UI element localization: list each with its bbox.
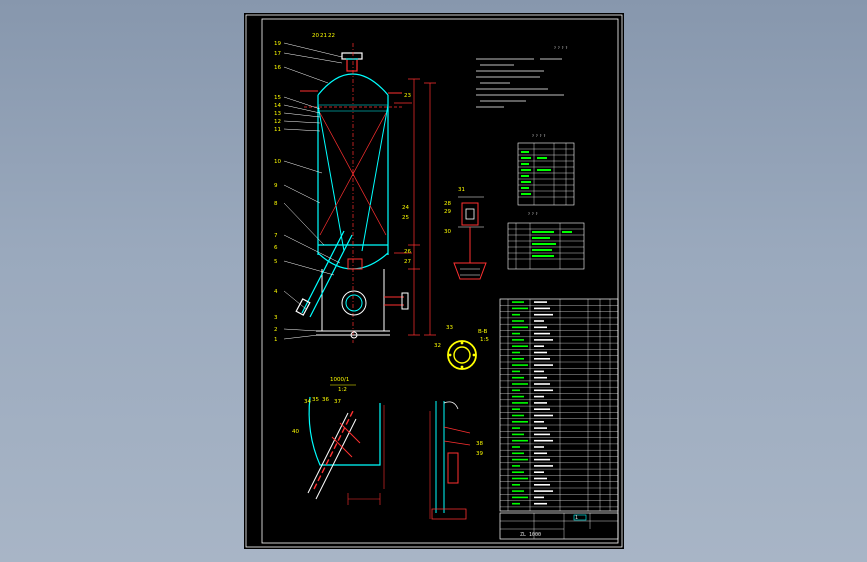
outer-frame bbox=[245, 14, 623, 548]
cad-drawing: 19 17 16 15 14 13 12 11 10 9 8 7 6 5 4 3… bbox=[245, 14, 623, 548]
callout-11: 11 bbox=[274, 127, 281, 133]
callout-4: 4 bbox=[274, 289, 278, 295]
flange-detail[interactable]: 28 29 30 31 bbox=[444, 187, 487, 280]
callout-17: 17 bbox=[274, 51, 281, 57]
callout-10: 10 bbox=[274, 159, 281, 165]
callout-34: 34 bbox=[304, 399, 311, 405]
callout-leaders bbox=[283, 42, 343, 340]
callout-20: 20 bbox=[312, 33, 319, 39]
callout-7: 7 bbox=[274, 233, 278, 239]
callout-12: 12 bbox=[274, 119, 281, 125]
callout-3: 3 bbox=[274, 315, 278, 321]
detail-ratio-bottom: 1:2 bbox=[338, 387, 347, 393]
drawing-code: ZL 1000 bbox=[520, 532, 541, 538]
callout-38: 38 bbox=[476, 441, 483, 447]
vessel-elevation[interactable] bbox=[316, 52, 390, 336]
technical-notes: ? ? ? ? bbox=[476, 46, 568, 108]
section-scale: 1:5 bbox=[480, 337, 489, 343]
manhole[interactable] bbox=[341, 290, 367, 316]
dimension-lines bbox=[394, 78, 436, 336]
callout-37: 37 bbox=[334, 399, 341, 405]
callout-13: 13 bbox=[274, 111, 281, 117]
callout-23: 23 bbox=[404, 93, 411, 99]
side-nozzles bbox=[300, 90, 409, 339]
callout-27: 27 bbox=[404, 259, 411, 265]
top-nozzle bbox=[346, 58, 358, 72]
callout-32: 32 bbox=[434, 343, 441, 349]
section-label: B-B bbox=[478, 329, 488, 335]
callout-28: 28 bbox=[444, 201, 451, 207]
callout-14: 14 bbox=[274, 103, 281, 109]
table2-title: ? ? ? bbox=[528, 212, 538, 216]
vessel-callout-labels: 19 17 16 15 14 13 12 11 10 9 8 7 6 5 4 3… bbox=[274, 33, 411, 343]
support-detail[interactable]: 38 39 bbox=[429, 401, 483, 520]
callout-33: 33 bbox=[446, 325, 453, 331]
callout-30: 30 bbox=[444, 229, 451, 235]
title-block-number: 1 bbox=[575, 515, 578, 521]
callout-6: 6 bbox=[274, 245, 278, 251]
callout-8: 8 bbox=[274, 201, 278, 207]
inlet-pipe[interactable] bbox=[295, 230, 353, 318]
vessel-shell bbox=[317, 95, 389, 245]
drawing-sheet[interactable]: 19 17 16 15 14 13 12 11 10 9 8 7 6 5 4 3… bbox=[244, 13, 624, 549]
callout-40: 40 bbox=[292, 429, 299, 435]
callout-9: 9 bbox=[274, 183, 278, 189]
callout-39: 39 bbox=[476, 451, 483, 457]
callout-25: 25 bbox=[402, 215, 409, 221]
callout-2: 2 bbox=[274, 327, 278, 333]
callout-36: 36 bbox=[322, 397, 329, 403]
notes-title: ? ? ? ? bbox=[554, 46, 568, 50]
callout-31: 31 bbox=[458, 187, 465, 193]
callout-16: 16 bbox=[274, 65, 281, 71]
shell-diagonals bbox=[304, 43, 404, 343]
callout-21: 21 bbox=[320, 33, 327, 39]
callout-24: 24 bbox=[402, 205, 409, 211]
detail-i-view[interactable]: 1000/1 1:2 34 35 36 37 40 bbox=[292, 377, 385, 505]
callout-35: 35 bbox=[312, 397, 319, 403]
callout-22: 22 bbox=[328, 33, 335, 39]
bill-of-materials[interactable] bbox=[499, 298, 619, 512]
detail-ratio: 1000/1 bbox=[330, 377, 349, 383]
title-block[interactable]: 1 ZL 1000 bbox=[499, 512, 619, 540]
nozzle-table[interactable]: ? ? ? ? bbox=[517, 134, 575, 206]
skirt bbox=[321, 269, 385, 331]
top-head bbox=[317, 73, 389, 96]
callout-15: 15 bbox=[274, 95, 281, 101]
table1-title: ? ? ? ? bbox=[532, 134, 546, 138]
design-data-table[interactable]: ? ? ? bbox=[507, 212, 585, 270]
callout-29: 29 bbox=[444, 209, 451, 215]
callout-26: 26 bbox=[404, 249, 411, 255]
callout-19: 19 bbox=[274, 41, 281, 47]
inner-frame bbox=[261, 18, 619, 544]
callout-1: 1 bbox=[274, 337, 278, 343]
internal-cone bbox=[317, 104, 389, 252]
top-nozzle-flange bbox=[341, 52, 363, 60]
callout-5: 5 bbox=[274, 259, 278, 265]
section-bb[interactable]: B-B 1:5 32 33 bbox=[434, 325, 489, 370]
